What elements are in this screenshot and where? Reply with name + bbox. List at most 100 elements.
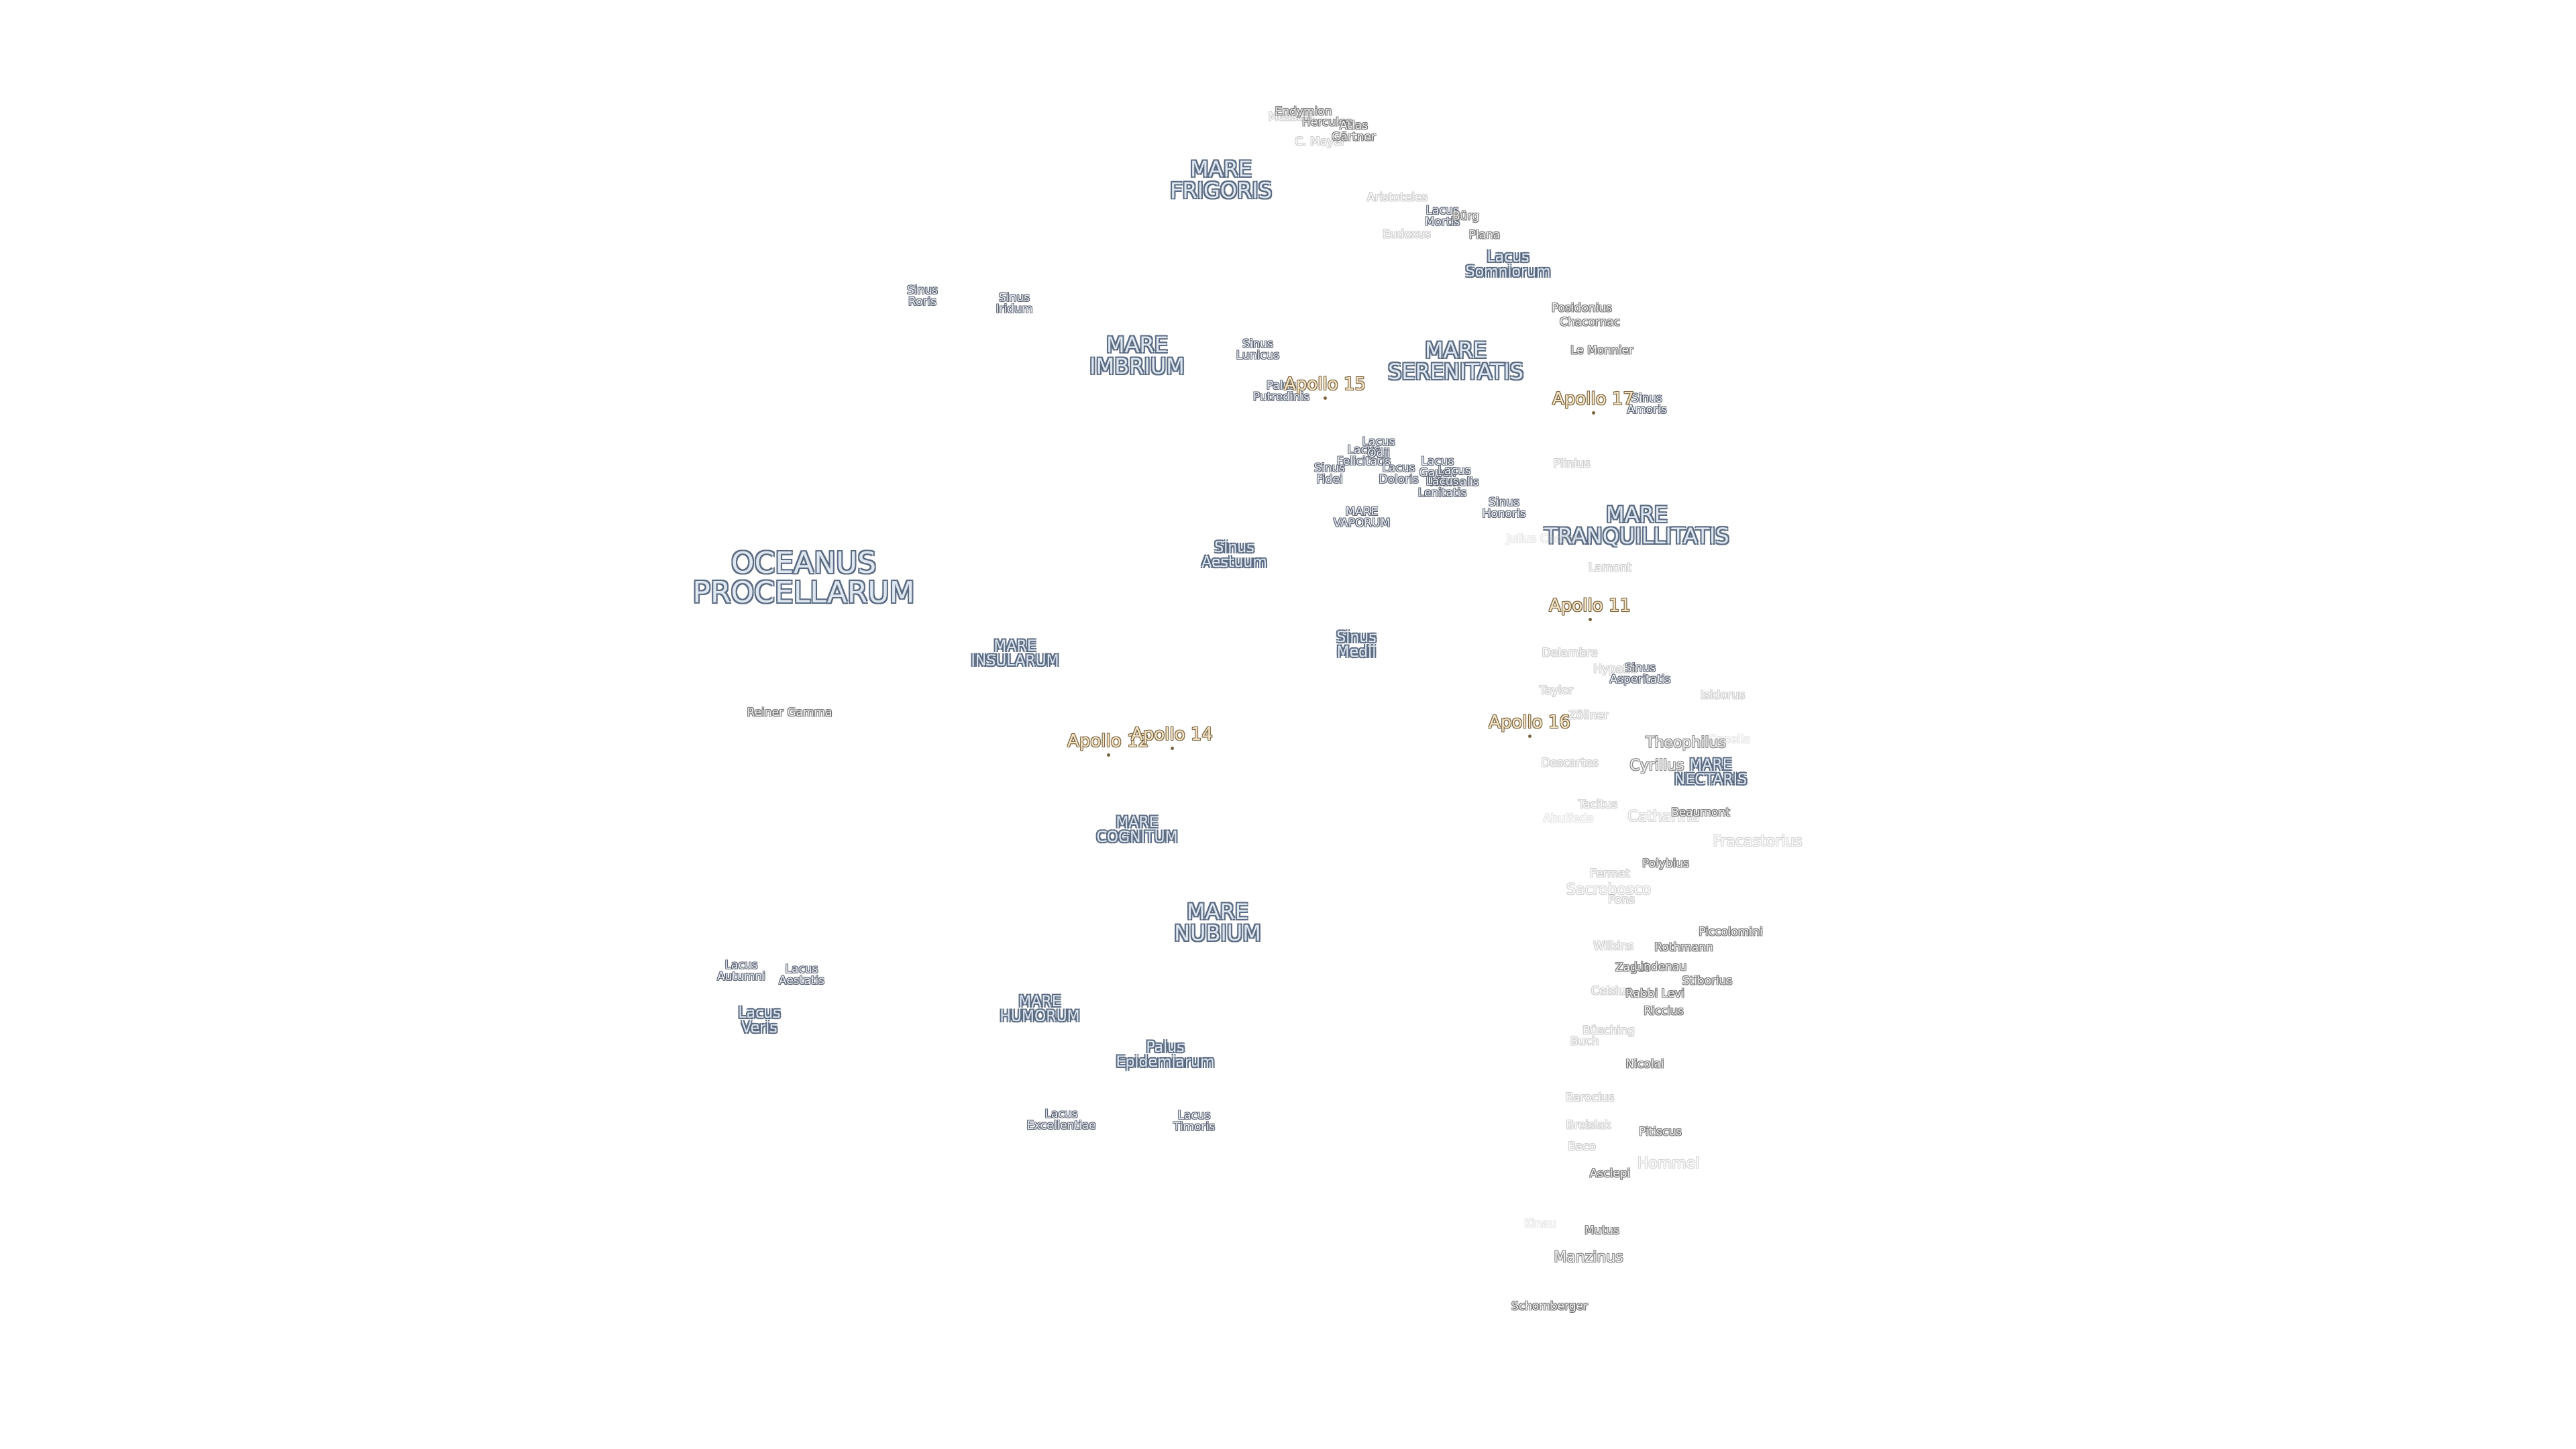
minor-feature-label-lacus-mortis: Lacus Mortis bbox=[1424, 204, 1460, 229]
minor-feature-label-lacus-lenitatis: Lacus Lenitatis bbox=[1417, 475, 1467, 500]
minor-feature-label-sinus-lunicus: Sinus Lunicus bbox=[1236, 337, 1280, 362]
minor-feature-label-lacus-odii: Lacus Odii bbox=[1362, 435, 1395, 460]
crater-label-polybius: Polybius bbox=[1642, 857, 1689, 871]
sea-label-mare-tranquillitatis: MARE TRANQUILLITATIS bbox=[1544, 502, 1729, 549]
crater-label-riccius: Riccius bbox=[1644, 1004, 1684, 1018]
crater-label-tacitus: Tacitus bbox=[1578, 798, 1618, 812]
crater-label-rothmann: Rothmann bbox=[1654, 941, 1713, 955]
crater-label-mutus: Mutus bbox=[1585, 1224, 1619, 1238]
crater-label-fermat: Fermat bbox=[1590, 867, 1630, 881]
minor-feature-label-lacus-hiemalis: Lacus Hiemalis bbox=[1430, 464, 1479, 489]
landing-site-marker-apollo-15[interactable] bbox=[1324, 396, 1327, 400]
landing-site-marker-apollo-17[interactable] bbox=[1592, 411, 1595, 415]
crater-label-barocius: Barocius bbox=[1565, 1091, 1615, 1105]
crater-label-g-rtner: Gärtner bbox=[1332, 130, 1376, 144]
minor-feature-label-sinus-medii: Sinus Medii bbox=[1336, 629, 1377, 661]
minor-feature-label-sinus-aestuum: Sinus Aestuum bbox=[1201, 539, 1267, 571]
minor-feature-label-sinus-asperitatis: Sinus Asperitatis bbox=[1609, 661, 1671, 686]
crater-label-reiner-gamma: Reiner Gamma bbox=[747, 706, 833, 720]
crater-label-endymion: Endymion bbox=[1275, 105, 1332, 119]
crater-label-b-sching: Büsching bbox=[1582, 1024, 1635, 1038]
crater-label-plana: Plana bbox=[1468, 228, 1501, 242]
crater-label-chacornac: Chacornac bbox=[1559, 315, 1621, 329]
crater-label-messala: Messala bbox=[1268, 110, 1315, 124]
crater-label-abulfeda: Abulfeda bbox=[1543, 812, 1594, 826]
crater-label-isidorus: Isidorus bbox=[1700, 688, 1746, 702]
crater-label-stiborius: Stiborius bbox=[1682, 974, 1733, 988]
crater-label-aristoteles: Aristoteles bbox=[1366, 191, 1428, 205]
sea-label-mare-insularum: MARE INSULARUM bbox=[971, 638, 1059, 669]
crater-label-nicolai: Nicolai bbox=[1625, 1057, 1664, 1071]
crater-label-hercules: Hercules bbox=[1301, 115, 1352, 129]
sea-label-mare-serenitatis: MARE SERENITATIS bbox=[1387, 337, 1524, 384]
minor-feature-label-lacus-gaudii: Lacus Gaudii bbox=[1419, 455, 1456, 480]
minor-feature-label-lacus-autumni: Lacus Autumni bbox=[717, 959, 765, 983]
crater-label-capella: Capella bbox=[1708, 733, 1751, 747]
sea-label-mare-nubium: MARE NUBIUM bbox=[1174, 899, 1261, 946]
minor-feature-label-lacus-timoris: Lacus Timoris bbox=[1173, 1109, 1216, 1134]
crater-label-descartes: Descartes bbox=[1541, 756, 1599, 770]
crater-label-piccolomini: Piccolomini bbox=[1699, 925, 1763, 939]
minor-feature-label-lacus-doloris: Lacus Doloris bbox=[1379, 462, 1419, 486]
crater-label-asclepi: Asclepi bbox=[1589, 1167, 1631, 1181]
minor-feature-label-lacus-felicitatis: Lacus Felicitatis bbox=[1336, 443, 1391, 468]
landing-site-marker-apollo-14[interactable] bbox=[1171, 747, 1174, 750]
minor-feature-label-sinus-fidei: Sinus Fidei bbox=[1314, 462, 1345, 486]
crater-label-theophilus: Theophilus bbox=[1646, 735, 1726, 751]
sea-label-mare-humorum: MARE HUMORUM bbox=[1000, 994, 1080, 1025]
landing-site-marker-apollo-11[interactable] bbox=[1589, 618, 1592, 621]
crater-label-kinau: Kinau bbox=[1524, 1217, 1556, 1231]
crater-label-taylor: Taylor bbox=[1539, 684, 1574, 698]
minor-feature-label-lacus-somniorum: Lacus Somniorum bbox=[1465, 249, 1551, 280]
crater-label-fracastorius: Fracastorius bbox=[1713, 833, 1803, 850]
landing-site-label-apollo-14: Apollo 14 bbox=[1131, 724, 1213, 745]
sea-label-mare-cognitum: MARE COGNITUM bbox=[1096, 814, 1178, 846]
crater-label-celsius: Celsius bbox=[1591, 984, 1632, 998]
landing-site-label-apollo-11: Apollo 11 bbox=[1549, 596, 1631, 616]
minor-feature-label-sinus-honoris: Sinus Honoris bbox=[1482, 496, 1526, 521]
crater-label-posidonius: Posidonius bbox=[1552, 301, 1612, 315]
landing-site-marker-apollo-12[interactable] bbox=[1107, 753, 1110, 757]
crater-label-pitiscus: Pitiscus bbox=[1639, 1125, 1682, 1139]
crater-label-hommel: Hommel bbox=[1637, 1155, 1700, 1172]
crater-label-schomberger: Schomberger bbox=[1511, 1299, 1589, 1313]
crater-label-breislak: Breislak bbox=[1566, 1118, 1611, 1132]
landing-site-marker-apollo-16[interactable] bbox=[1528, 735, 1532, 738]
landing-site-label-apollo-15: Apollo 15 bbox=[1284, 374, 1366, 394]
crater-label-wilkins: Wilkins bbox=[1593, 939, 1634, 953]
minor-feature-label-lacus-excellentiae: Lacus Excellentiae bbox=[1026, 1108, 1096, 1132]
crater-label-catharina: Catharina bbox=[1627, 808, 1700, 825]
minor-feature-label-sinus-roris: Sinus Roris bbox=[907, 284, 938, 309]
crater-label-plinius: Plinius bbox=[1553, 457, 1591, 471]
crater-label-hypatia: Hypatia bbox=[1593, 662, 1638, 676]
crater-label-manzinus: Manzinus bbox=[1554, 1249, 1623, 1266]
crater-label-b-rg: Bürg bbox=[1452, 209, 1479, 223]
sea-label-mare-imbrium: MARE IMBRIUM bbox=[1089, 332, 1185, 379]
crater-label-lindenau: Lindenau bbox=[1633, 960, 1687, 974]
sea-label-mare-vaporum: MARE VAPORUM bbox=[1333, 505, 1391, 530]
crater-label-eudoxus: Eudoxus bbox=[1383, 227, 1431, 241]
minor-feature-label-sinus-amoris: Sinus Amoris bbox=[1627, 392, 1667, 417]
minor-feature-label-palus-putredinis: Palus Putredinis bbox=[1252, 379, 1310, 404]
crater-label-z-llner: Zöllner bbox=[1568, 708, 1609, 722]
landing-site-label-apollo-17: Apollo 17 bbox=[1552, 389, 1634, 409]
landing-site-label-apollo-16: Apollo 16 bbox=[1489, 712, 1570, 733]
crater-label-julius-caesar: Julius Caesar bbox=[1506, 532, 1580, 546]
crater-label-cyrillus: Cyrillus bbox=[1629, 757, 1684, 774]
crater-label-buch: Buch bbox=[1570, 1034, 1599, 1049]
sea-label-mare-nectaris: MARE NECTARIS bbox=[1674, 757, 1748, 788]
crater-label-c-mayer: C. Mayer bbox=[1295, 135, 1346, 149]
crater-label-rabbi-levi: Rabbi Levi bbox=[1625, 987, 1684, 1001]
crater-label-le-monnier: Le Monnier bbox=[1570, 343, 1633, 358]
minor-feature-label-lacus-aestatis: Lacus Aestatis bbox=[779, 963, 824, 987]
crater-label-atlas: Atlas bbox=[1340, 119, 1368, 133]
sea-label-oceanus-procellarum: OCEANUS PROCELLARUM bbox=[692, 546, 915, 610]
minor-feature-label-sinus-iridum: Sinus Iridum bbox=[996, 291, 1033, 316]
minor-feature-label-lacus-veris: Lacus Veris bbox=[738, 1005, 781, 1036]
crater-label-lamont: Lamont bbox=[1588, 561, 1632, 575]
crater-label-beaumont: Beaumont bbox=[1671, 806, 1730, 820]
crater-label-sacrobosco: Sacrobosco bbox=[1566, 881, 1652, 898]
crater-label-baco: Baco bbox=[1568, 1140, 1596, 1154]
